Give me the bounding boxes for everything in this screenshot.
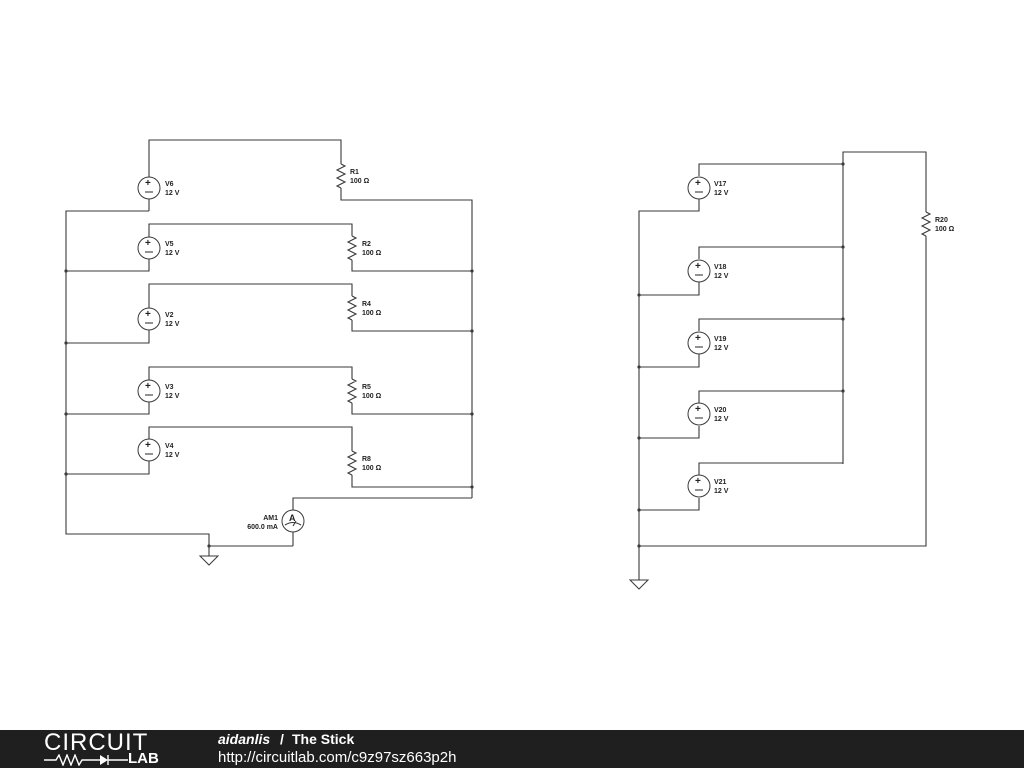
source-value: 12 V <box>165 393 180 400</box>
source-value: 12 V <box>714 273 729 280</box>
resistor-name: R4 <box>362 301 371 308</box>
source-value: 12 V <box>165 190 180 197</box>
source-name: V4 <box>165 443 174 450</box>
source-value: 12 V <box>165 321 180 328</box>
voltage-source-v17: + V17 12 V <box>687 176 729 200</box>
voltage-source-v19: + V19 12 V <box>687 331 729 355</box>
source-name: V19 <box>714 336 727 343</box>
source-value: 12 V <box>714 488 729 495</box>
resistor-name: R1 <box>350 169 359 176</box>
svg-text:+: + <box>145 238 151 249</box>
circuit-title: The Stick <box>292 731 355 747</box>
resistor-r5: R5 100 Ω <box>346 378 382 404</box>
resistor-r4: R4 100 Ω <box>346 295 382 321</box>
resistor-diode-icon <box>44 754 128 766</box>
resistor-value: 100 Ω <box>362 250 382 257</box>
resistor-name: R5 <box>362 384 371 391</box>
source-name: V6 <box>165 181 174 188</box>
resistor-value: 100 Ω <box>362 310 382 317</box>
svg-text:+: + <box>695 404 701 415</box>
svg-text:+: + <box>695 476 701 487</box>
svg-text:+: + <box>695 178 701 189</box>
source-name: V21 <box>714 479 727 486</box>
right-circuit-wires <box>638 151 927 580</box>
resistor-value: 100 Ω <box>935 226 955 233</box>
ground-right-symbol <box>628 579 650 590</box>
source-name: V5 <box>165 241 174 248</box>
circuitlab-logo[interactable]: CIRCUIT LAB <box>40 730 180 768</box>
svg-text:+: + <box>145 309 151 320</box>
voltage-source-v3: + V3 12 V <box>137 379 180 403</box>
svg-text:+: + <box>145 440 151 451</box>
voltage-source-v21: + V21 12 V <box>687 474 729 498</box>
resistor-value: 100 Ω <box>362 393 382 400</box>
resistor-r20: R20 100 Ω <box>920 211 955 237</box>
resistor-value: 100 Ω <box>362 465 382 472</box>
source-value: 12 V <box>165 250 180 257</box>
voltage-source-v5: + V5 12 V <box>137 236 180 260</box>
voltage-source-v2: + V2 12 V <box>137 307 180 331</box>
footer-bar: CIRCUIT LAB aidanlis / The Stick http://… <box>0 730 1024 768</box>
ammeter-am1: A AM1 600.0 mA <box>247 509 305 533</box>
schematic-canvas: + V6 12 V + V5 12 V + V2 12 V + V3 12 V … <box>64 139 955 590</box>
svg-text:+: + <box>695 333 701 344</box>
source-name: V2 <box>165 312 174 319</box>
resistor-r8: R8 100 Ω <box>346 450 382 476</box>
voltage-source-v6: + V6 12 V <box>137 176 180 200</box>
voltage-source-v4: + V4 12 V <box>137 438 180 462</box>
ammeter-symbol: A <box>289 513 296 523</box>
left-junction-dots <box>64 269 474 548</box>
source-value: 12 V <box>714 345 729 352</box>
logo-text-bottom: LAB <box>128 750 159 767</box>
resistor-r2: R2 100 Ω <box>346 235 382 261</box>
resistor-name: R2 <box>362 241 371 248</box>
source-name: V20 <box>714 407 727 414</box>
logo-text-top: CIRCUIT <box>44 729 149 756</box>
voltage-source-v20: + V20 12 V <box>687 402 729 426</box>
title-separator: / <box>280 731 284 747</box>
right-junction-dots <box>637 162 845 548</box>
resistor-r1: R1 100 Ω <box>335 163 370 189</box>
svg-text:+: + <box>695 261 701 272</box>
svg-text:+: + <box>145 381 151 392</box>
source-value: 12 V <box>165 452 180 459</box>
source-name: V3 <box>165 384 174 391</box>
circuit-url-link[interactable]: http://circuitlab.com/c9z97sz663p2h <box>218 749 457 766</box>
resistor-value: 100 Ω <box>350 178 370 185</box>
svg-text:+: + <box>145 178 151 189</box>
source-name: V18 <box>714 264 727 271</box>
author-link[interactable]: aidanlis <box>218 731 271 747</box>
source-value: 12 V <box>714 190 729 197</box>
left-circuit-wires <box>65 139 473 553</box>
source-name: V17 <box>714 181 727 188</box>
resistor-name: R20 <box>935 217 948 224</box>
ammeter-reading: 600.0 mA <box>247 524 278 531</box>
resistor-name: R8 <box>362 456 371 463</box>
ammeter-name: AM1 <box>263 515 278 522</box>
source-value: 12 V <box>714 416 729 423</box>
ground-left-symbol <box>198 553 220 566</box>
voltage-source-v18: + V18 12 V <box>687 259 729 283</box>
